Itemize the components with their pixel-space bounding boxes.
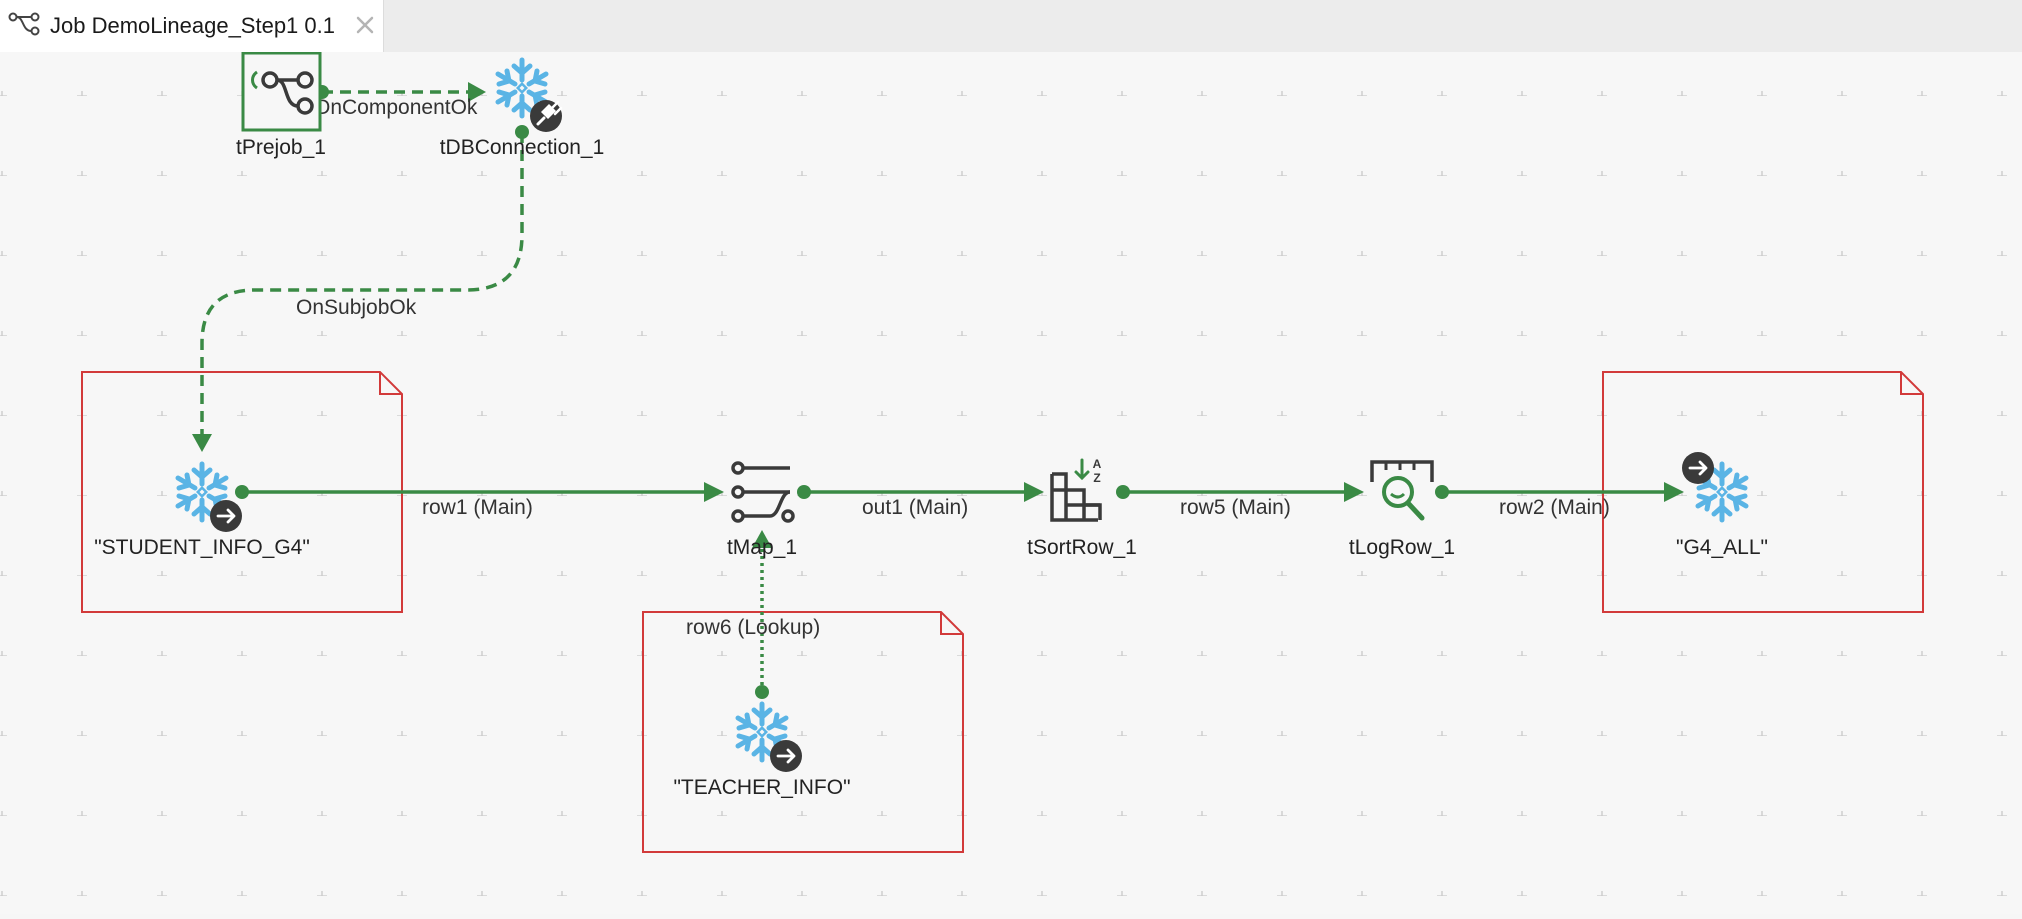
component-tdbconnection[interactable]: tDBConnection_1 xyxy=(440,60,605,159)
component-label-student-info: "STUDENT_INFO_G4" xyxy=(94,536,310,559)
component-g4-all[interactable]: "G4_ALL" xyxy=(1676,450,1768,559)
component-label-tdbconnection: tDBConnection_1 xyxy=(440,136,605,159)
input-arrow-badge-icon xyxy=(768,738,804,774)
tmap-icon xyxy=(731,461,795,523)
component-teacher-info[interactable]: "TEACHER_INFO" xyxy=(673,704,851,799)
sort-row-icon: A Z xyxy=(1050,457,1102,522)
component-label-tprejob: tPrejob_1 xyxy=(236,136,326,159)
close-icon[interactable] xyxy=(352,12,378,38)
prejob-icon xyxy=(241,51,322,132)
canvas-grid xyxy=(0,52,2022,914)
job-tab[interactable]: Job DemoLineage_Step1 0.1 xyxy=(0,0,384,52)
svg-text:A: A xyxy=(1093,457,1102,471)
job-design-canvas[interactable]: OnComponentOk OnSubjobOk row1 (Main) out… xyxy=(0,51,2022,914)
job-graph-icon xyxy=(8,12,40,36)
input-arrow-badge-icon xyxy=(208,498,244,534)
component-label-teacher-info: "TEACHER_INFO" xyxy=(673,776,850,799)
editor-tab-bar: Job DemoLineage_Step1 0.1 xyxy=(0,0,2022,53)
component-label-tmap: tMap_1 xyxy=(727,536,797,559)
link-label-out1: out1 (Main) xyxy=(862,496,968,519)
svg-text:Z: Z xyxy=(1093,471,1100,485)
link-label-row1: row1 (Main) xyxy=(422,496,533,519)
subjob-box-teacher xyxy=(642,611,964,853)
link-label-row6: row6 (Lookup) xyxy=(686,616,820,639)
link-label-onsubjobok: OnSubjobOk xyxy=(296,296,417,319)
link-label-row2: row2 (Main) xyxy=(1499,496,1610,519)
link-row6-lookup[interactable] xyxy=(752,530,772,699)
link-label-row5: row5 (Main) xyxy=(1180,496,1291,519)
link-onsubjobok[interactable] xyxy=(192,125,529,452)
plug-badge-icon xyxy=(530,100,563,132)
component-tprejob[interactable]: tPrejob_1 xyxy=(236,51,326,159)
component-tsortrow[interactable]: A Z tSortRow_1 xyxy=(1027,457,1137,559)
job-tab-title: Job DemoLineage_Step1 0.1 xyxy=(50,13,335,38)
component-student-info[interactable]: "STUDENT_INFO_G4" xyxy=(94,464,310,559)
output-arrow-badge-icon xyxy=(1680,450,1716,486)
link-row2[interactable] xyxy=(1435,482,1684,502)
component-label-tlogrow: tLogRow_1 xyxy=(1349,536,1455,559)
link-row5[interactable] xyxy=(1116,482,1364,502)
link-row1[interactable] xyxy=(235,482,724,502)
component-label-tsortrow: tSortRow_1 xyxy=(1027,536,1137,559)
subjob-box-g4all xyxy=(1602,371,1924,613)
link-out1[interactable] xyxy=(797,482,1044,502)
link-label-oncomponentok: OnComponentOk xyxy=(314,96,478,119)
subjob-box-student xyxy=(81,371,403,613)
component-tmap[interactable]: tMap_1 xyxy=(727,461,797,559)
log-row-icon xyxy=(1370,460,1434,521)
component-label-g4-all: "G4_ALL" xyxy=(1676,536,1768,559)
component-tlogrow[interactable]: tLogRow_1 xyxy=(1349,460,1455,559)
